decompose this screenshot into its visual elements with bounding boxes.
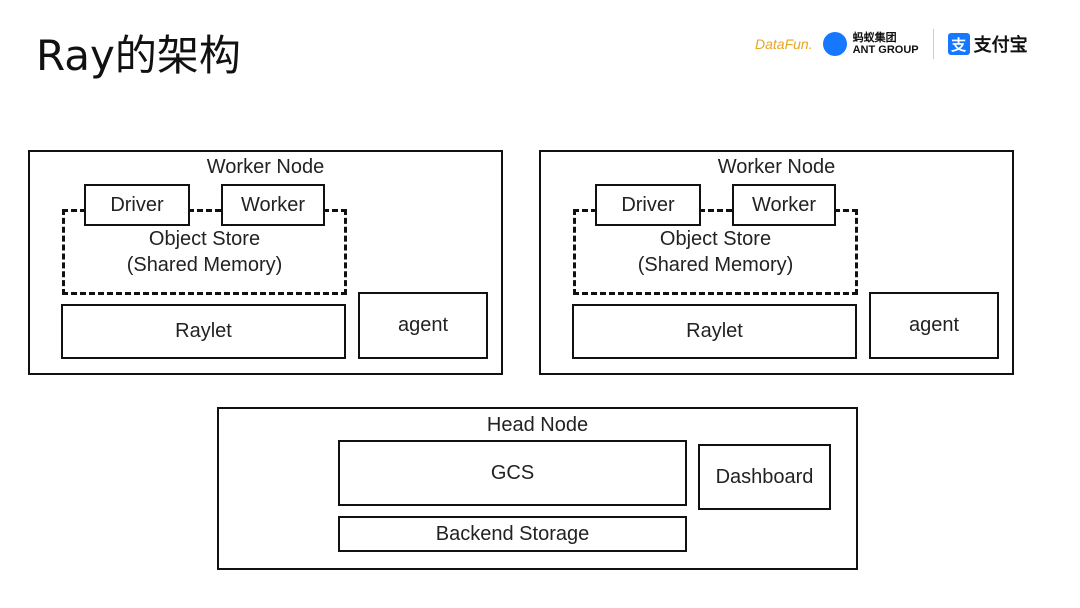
logo-divider — [932, 29, 934, 59]
raylet-1: Raylet — [61, 304, 346, 359]
ant-en-text: ANT GROUP — [852, 44, 919, 56]
alipay-logo: 支 支付宝 — [947, 31, 1028, 57]
datafun-logo: DataFun. — [755, 36, 813, 52]
backend-storage: Backend Storage — [338, 516, 687, 552]
object-store-2-label: Object Store — [659, 228, 772, 250]
object-store-1-sublabel: (Shared Memory) — [126, 254, 283, 276]
worker-2: Worker — [732, 184, 836, 226]
ant-cn-text: 蚂蚁集团 — [852, 32, 897, 44]
worker-node-1-label: Worker Node — [206, 156, 325, 178]
dashboard: Dashboard — [698, 444, 831, 510]
gcs: GCS — [338, 440, 687, 506]
object-store-1 — [62, 209, 347, 295]
raylet-2: Raylet — [572, 304, 857, 359]
driver-1: Driver — [84, 184, 190, 226]
alipay-icon: 支 — [947, 33, 970, 55]
worker-node-2-label: Worker Node — [717, 156, 836, 178]
driver-2: Driver — [595, 184, 701, 226]
agent-2: agent — [869, 292, 999, 359]
head-node-label: Head Node — [486, 414, 589, 436]
object-store-2-sublabel: (Shared Memory) — [637, 254, 794, 276]
ant-logo-icon — [822, 32, 847, 56]
agent-1: agent — [358, 292, 488, 359]
object-store-2 — [573, 209, 858, 295]
object-store-1-label: Object Store — [148, 228, 261, 250]
alipay-text: 支付宝 — [973, 35, 1028, 55]
worker-1: Worker — [221, 184, 325, 226]
slide-title: Ray的架构 — [36, 31, 241, 80]
